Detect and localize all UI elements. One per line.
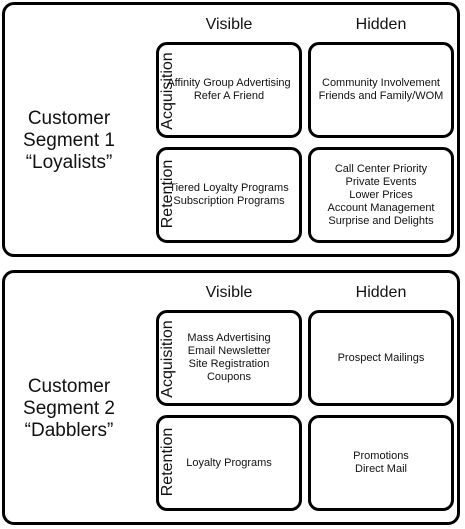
cell-item: Friends and Family/WOM bbox=[318, 90, 444, 102]
cell-item: Private Events bbox=[345, 175, 417, 188]
cell-retention-hidden: Promotions Direct Mail bbox=[308, 415, 454, 511]
column-header-visible: Visible bbox=[205, 16, 253, 33]
cell-acquisition-hidden: Community Involvement Friends and Family… bbox=[308, 42, 454, 138]
segment-1-title-line: Customer bbox=[27, 108, 111, 129]
cell-acquisition-hidden: Prospect Mailings bbox=[308, 310, 454, 406]
cell-item: Account Management bbox=[327, 201, 435, 214]
cell-item: Email Newsletter bbox=[187, 345, 271, 357]
column-header-visible: Visible bbox=[205, 284, 253, 301]
cell-item: Call Center Priority bbox=[334, 162, 428, 175]
cell-item: Direct Mail bbox=[355, 463, 407, 475]
cell-item: Mass Advertising bbox=[187, 332, 271, 344]
segment-1-panel: Customer Segment 1 “Loyalists” Visible H… bbox=[2, 2, 460, 257]
segment-2-title-line: Customer bbox=[27, 376, 111, 397]
cell-retention-visible: Loyalty Programs bbox=[156, 415, 302, 511]
cell-item: Subscription Programs bbox=[173, 195, 285, 207]
column-header-hidden: Hidden bbox=[355, 16, 407, 33]
cell-item: Tiered Loyalty Programs bbox=[169, 182, 289, 194]
cell-item: Loyalty Programs bbox=[186, 456, 272, 469]
segment-1-title-line: “Loyalists” bbox=[25, 152, 113, 173]
cell-item: Refer A Friend bbox=[193, 90, 265, 102]
cell-item: Promotions bbox=[353, 450, 409, 462]
cell-retention-visible: Tiered Loyalty Programs Subscription Pro… bbox=[156, 147, 302, 243]
cell-item: Lower Prices bbox=[349, 188, 413, 201]
segment-1-title-line: Segment 1 bbox=[23, 130, 115, 151]
cell-item: Affinity Group Advertising bbox=[167, 77, 291, 89]
cell-acquisition-visible: Affinity Group Advertising Refer A Frien… bbox=[156, 42, 302, 138]
segment-1-title: Customer Segment 1 “Loyalists” bbox=[5, 108, 133, 174]
cell-item: Coupons bbox=[206, 371, 252, 383]
segment-2-title-line: Segment 2 bbox=[23, 398, 115, 419]
column-header-hidden: Hidden bbox=[355, 284, 407, 301]
cell-item: Surprise and Delights bbox=[328, 214, 434, 227]
segment-2-title: Customer Segment 2 “Dabblers” bbox=[5, 376, 133, 442]
cell-acquisition-visible: Mass Advertising Email Newsletter Site R… bbox=[156, 310, 302, 406]
cell-item: Site Registration bbox=[188, 358, 270, 370]
segment-2-panel: Customer Segment 2 “Dabblers” Visible Hi… bbox=[2, 270, 460, 525]
cell-retention-hidden: Call Center Priority Private Events Lowe… bbox=[308, 147, 454, 243]
cell-item: Community Involvement bbox=[322, 77, 440, 89]
segment-2-title-line: “Dabblers” bbox=[24, 420, 114, 441]
cell-item: Prospect Mailings bbox=[337, 351, 425, 364]
